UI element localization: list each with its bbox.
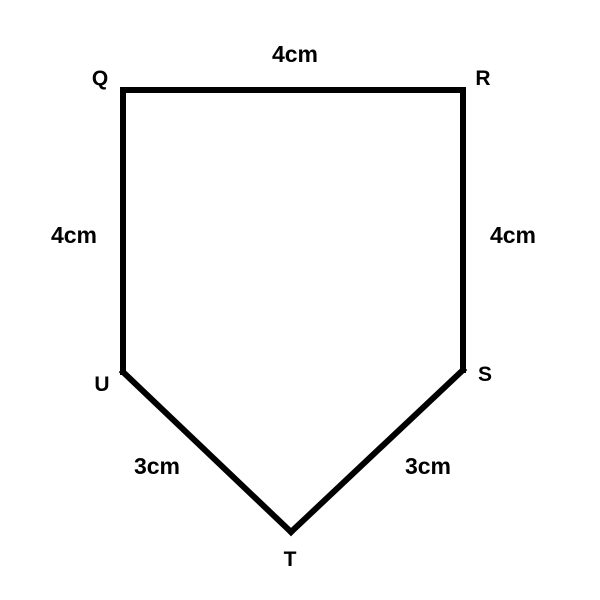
- vertex-label-r: R: [475, 67, 490, 90]
- length-label-tu: 3cm: [134, 453, 180, 479]
- vertex-label-u: U: [94, 373, 109, 396]
- length-label-st: 3cm: [405, 453, 451, 479]
- vertex-label-t: T: [284, 548, 297, 571]
- length-label-qr: 4cm: [272, 41, 318, 67]
- vertex-label-s: S: [478, 363, 492, 386]
- vertex-label-q: Q: [92, 67, 108, 90]
- length-label-rs: 4cm: [490, 222, 536, 248]
- edge-tu: [118, 367, 296, 537]
- length-label-uq: 4cm: [51, 222, 97, 248]
- edge-st: [286, 365, 468, 537]
